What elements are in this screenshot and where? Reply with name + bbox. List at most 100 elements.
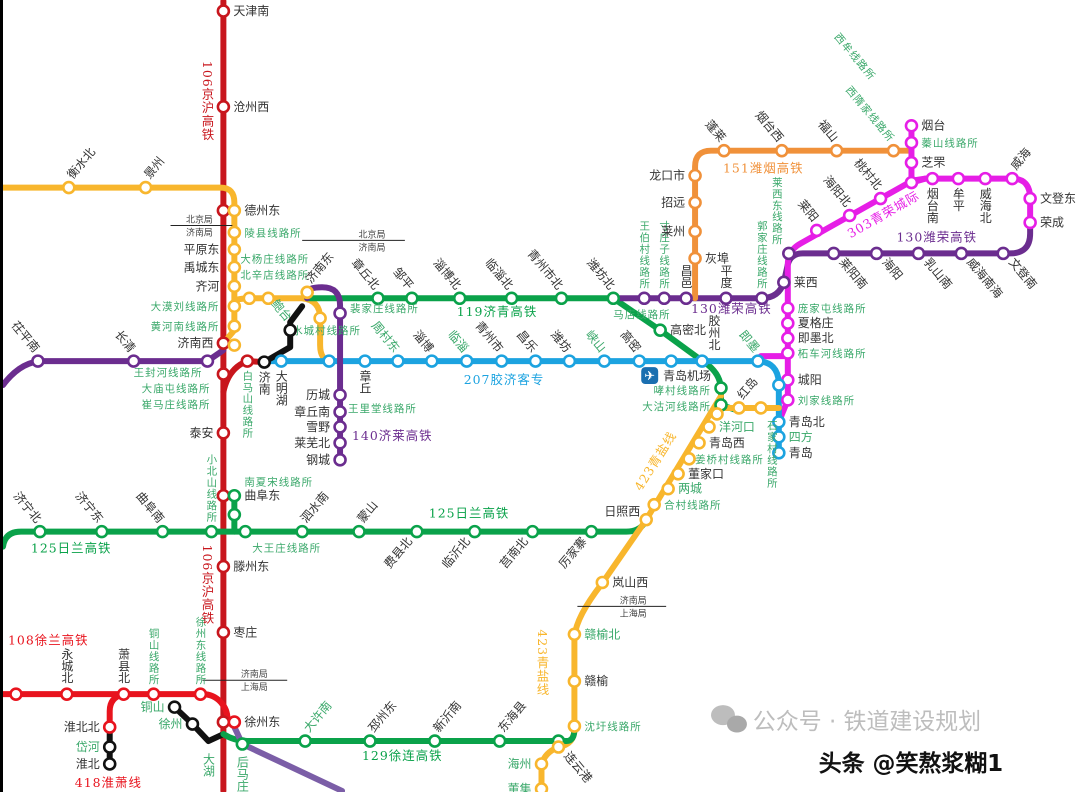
- station-莱阳[interactable]: 莱阳: [795, 197, 824, 238]
- station-marker[interactable]: [257, 355, 272, 369]
- station-marker[interactable]: [227, 488, 242, 503]
- station-济南[interactable]: 济南: [257, 355, 272, 395]
- station-莱州[interactable]: 莱州: [661, 224, 702, 239]
- station-marker[interactable]: [216, 100, 231, 114]
- station-青州市北[interactable]: 青州市北: [524, 246, 569, 306]
- station-marker[interactable]: [657, 291, 671, 306]
- station-marker[interactable]: [551, 740, 566, 754]
- station-雪野[interactable]: 雪野: [306, 420, 347, 434]
- station-marker[interactable]: [661, 481, 675, 496]
- station-茌平南[interactable]: 茌平南: [9, 318, 45, 368]
- station-marker[interactable]: [155, 524, 170, 539]
- station-marker[interactable]: [227, 338, 242, 352]
- station-莱西东线路所[interactable]: 莱西东线路所: [771, 177, 783, 246]
- station-marker[interactable]: [216, 559, 231, 574]
- station-沧州西[interactable]: 沧州西: [216, 99, 269, 114]
- station-marker[interactable]: [283, 323, 297, 337]
- station-城阳[interactable]: 城阳: [781, 373, 822, 387]
- station-marker[interactable]: [597, 354, 612, 368]
- station-marker[interactable]: [274, 354, 289, 368]
- station-node[interactable]: [227, 338, 242, 352]
- station-marker[interactable]: [679, 291, 693, 306]
- station-marker[interactable]: [647, 497, 661, 512]
- station-marker[interactable]: [102, 720, 117, 734]
- station-寸庄子线路所[interactable]: 寸庄子线路所: [657, 220, 671, 306]
- station-marker[interactable]: [782, 246, 796, 261]
- station-西隋家线路所[interactable]: 西隋家线路所: [843, 84, 901, 158]
- station-marker[interactable]: [777, 275, 791, 290]
- station-marker[interactable]: [313, 311, 327, 325]
- station-莱西[interactable]: 莱西: [777, 275, 818, 290]
- station-node[interactable]: [216, 367, 231, 381]
- station-marker[interactable]: [978, 171, 993, 186]
- station-即墨北[interactable]: 即墨北: [781, 331, 834, 345]
- station-marker[interactable]: [528, 354, 543, 368]
- station-大王庄线路所[interactable]: 大王庄线路所: [238, 524, 321, 555]
- station-marker[interactable]: [595, 575, 610, 590]
- station-荣成[interactable]: 荣成: [1023, 215, 1064, 229]
- station-marker[interactable]: [904, 155, 919, 170]
- station-marker[interactable]: [185, 717, 200, 731]
- station-marker[interactable]: [102, 740, 117, 754]
- station-marker[interactable]: [146, 687, 161, 701]
- station-marker[interactable]: [692, 436, 706, 450]
- station-徐州东[interactable]: 徐州东: [227, 714, 280, 729]
- station-marker[interactable]: [772, 378, 786, 392]
- station-日照西[interactable]: 日照西: [604, 505, 653, 527]
- station-node[interactable]: [9, 687, 23, 701]
- station-marker[interactable]: [567, 627, 582, 642]
- station-曲阜东[interactable]: 曲阜东: [227, 488, 280, 503]
- station-沈圩线路所[interactable]: 沈圩线路所: [567, 719, 642, 733]
- station-marker[interactable]: [300, 285, 314, 300]
- station-岱河[interactable]: 岱河: [76, 740, 117, 754]
- station-marker[interactable]: [216, 367, 231, 381]
- station-marker[interactable]: [410, 524, 424, 539]
- station-胶州北[interactable]: 胶州北: [695, 313, 721, 368]
- station-marker[interactable]: [911, 246, 926, 261]
- station-marker[interactable]: [62, 180, 76, 195]
- station-小北山线路所[interactable]: 小北山线路所: [204, 454, 219, 539]
- station-莱芜北[interactable]: 莱芜北: [294, 436, 347, 450]
- station-marker[interactable]: [664, 354, 678, 368]
- station-marker[interactable]: [333, 405, 347, 419]
- station-桃村北[interactable]: 桃村北: [851, 155, 888, 206]
- station-marker[interactable]: [904, 175, 919, 190]
- station-marker[interactable]: [116, 687, 131, 701]
- station-marker[interactable]: [126, 354, 141, 368]
- station-四方[interactable]: 四方: [772, 429, 813, 444]
- station-枣庄[interactable]: 枣庄: [216, 624, 257, 639]
- station-marker[interactable]: [242, 291, 257, 306]
- station-marker[interactable]: [363, 734, 377, 748]
- station-大庙屯线路所[interactable]: 大庙屯线路所: [142, 382, 211, 395]
- station-姜桥村线路所[interactable]: 姜桥村线路所: [682, 452, 764, 466]
- station-marker[interactable]: [717, 143, 731, 158]
- station-marker[interactable]: [772, 430, 786, 444]
- station-marker[interactable]: [755, 291, 769, 306]
- station-大漠刘线路所[interactable]: 大漠刘线路所: [151, 299, 242, 313]
- station-威海北[interactable]: 威海北: [978, 171, 993, 224]
- station-董集[interactable]: 董集: [508, 781, 549, 792]
- station-marker[interactable]: [534, 757, 549, 771]
- station-鲍台[interactable]: 鲍台: [269, 296, 297, 337]
- station-marker[interactable]: [719, 291, 733, 306]
- station-marker[interactable]: [584, 524, 599, 539]
- station-烟台南[interactable]: 烟台南: [925, 171, 939, 223]
- station-marker[interactable]: [562, 354, 577, 368]
- station-marker[interactable]: [405, 291, 419, 306]
- station-marker[interactable]: [467, 524, 482, 539]
- station-marker[interactable]: [781, 316, 795, 330]
- station-marker[interactable]: [1023, 191, 1037, 206]
- station-marker[interactable]: [869, 246, 884, 261]
- station-德州东[interactable]: 德州东: [227, 203, 280, 218]
- station-徐州东线路所[interactable]: 徐州东线路所: [193, 616, 208, 701]
- station-北辛店线路所[interactable]: 北辛店线路所: [240, 268, 309, 306]
- station-marker[interactable]: [682, 452, 696, 466]
- station-marker[interactable]: [688, 224, 702, 239]
- station-石家村线路所[interactable]: 石家村线路所: [754, 401, 778, 489]
- station-marker[interactable]: [333, 306, 347, 321]
- station-node[interactable]: [772, 378, 786, 392]
- station-marker[interactable]: [216, 426, 231, 440]
- station-marker[interactable]: [671, 467, 685, 481]
- station-两城[interactable]: 两城: [661, 481, 702, 496]
- station-marker[interactable]: [216, 715, 231, 729]
